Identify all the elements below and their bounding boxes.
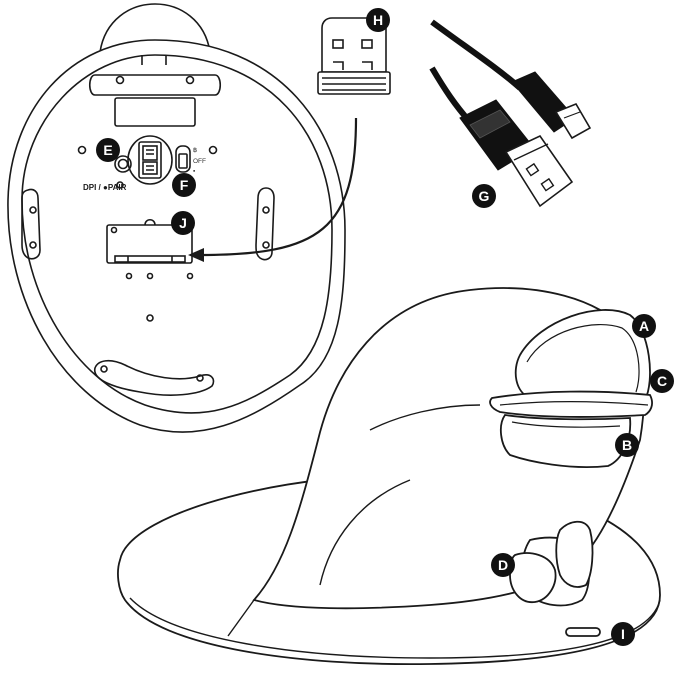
off-label: OFF	[193, 158, 206, 165]
mouse-inner-shell	[21, 54, 333, 414]
usb-c-connector	[511, 71, 592, 140]
power-switch	[175, 145, 191, 173]
label-plate	[114, 97, 196, 127]
scroll-wheel	[489, 390, 653, 418]
svg-text:E: E	[103, 142, 112, 158]
callout-badge-E: E	[96, 138, 120, 162]
svg-text:I: I	[621, 626, 625, 642]
callout-badge-I: I	[611, 622, 635, 646]
vertical-mouse-side-view	[117, 287, 661, 666]
callout-badge-J: J	[171, 211, 195, 235]
svg-text:D: D	[498, 557, 508, 573]
left-side-foot-pad	[21, 188, 41, 260]
optical-sensor	[127, 135, 173, 185]
usb-cable	[429, 19, 592, 208]
svg-text:C: C	[657, 373, 667, 389]
usb-c-port	[565, 627, 601, 637]
svg-text:J: J	[179, 215, 187, 231]
callout-badge-A: A	[632, 314, 656, 338]
mouse-outer-shell	[7, 39, 346, 433]
callout-badge-H: H	[366, 8, 390, 32]
mouse-top-bump	[99, 3, 211, 53]
svg-text:B: B	[622, 437, 632, 453]
usb-receiver-dongle	[317, 17, 391, 95]
callout-badge-G: G	[472, 184, 496, 208]
callout-badge-C: C	[650, 369, 674, 393]
callout-badge-D: D	[491, 553, 515, 577]
callout-badge-F: F	[172, 173, 196, 197]
thumb-buttons	[509, 520, 594, 607]
bluetooth-symbol: ฿	[193, 146, 197, 154]
right-side-foot-pad	[255, 187, 275, 261]
svg-text:G: G	[479, 188, 490, 204]
callout-badge-B: B	[615, 433, 639, 457]
dongle-symbol: ▪	[193, 168, 195, 175]
mouse-bottom-view	[7, 3, 346, 433]
storage-arrow	[188, 117, 358, 262]
dpi-pair-button	[114, 155, 132, 173]
svg-text:H: H	[373, 12, 383, 28]
top-foot-pad	[88, 74, 222, 96]
svg-text:A: A	[639, 318, 649, 334]
battery-door	[106, 218, 194, 280]
right-click-button	[499, 414, 632, 468]
svg-text:F: F	[180, 177, 189, 193]
bottom-foot-pad	[94, 359, 215, 396]
usb-a-connector	[459, 99, 574, 208]
dpi-pair-label: DPI / ●PAIR	[83, 183, 127, 192]
